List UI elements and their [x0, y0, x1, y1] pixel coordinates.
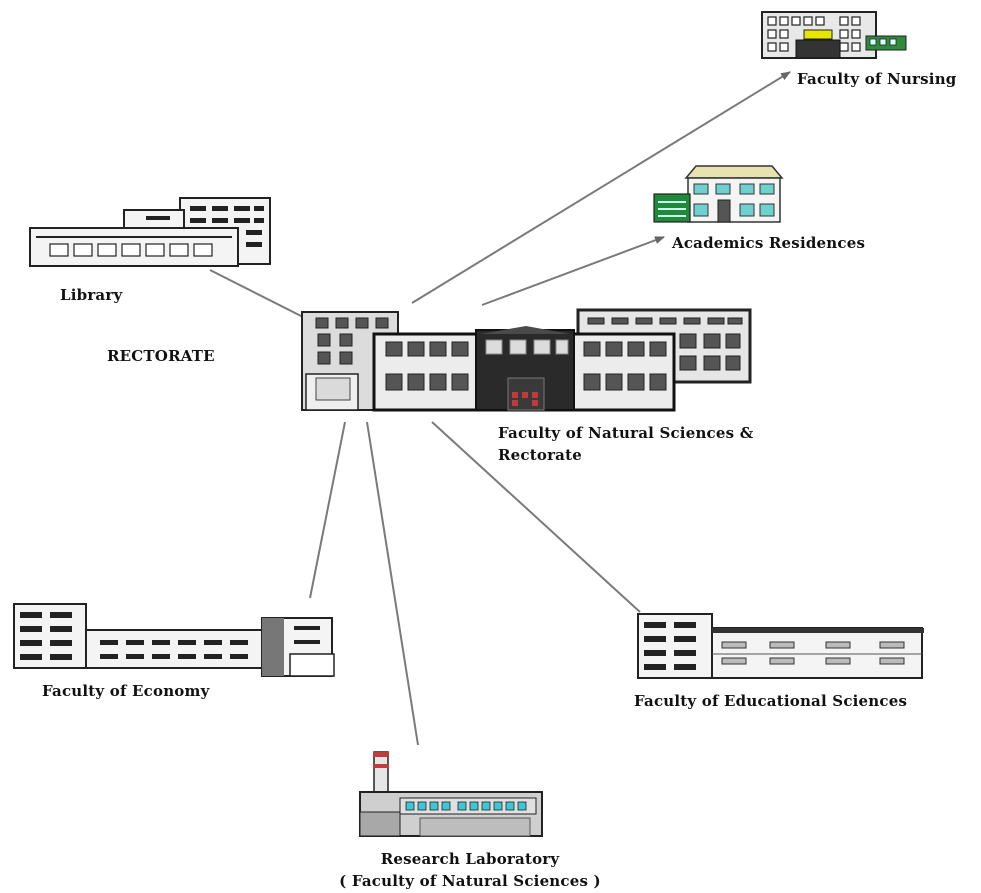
edge-to-residences	[481, 236, 665, 306]
nursing-building-icon	[761, 11, 907, 59]
label-library: Library	[60, 286, 123, 304]
edge-to-library	[209, 269, 306, 319]
label-academics-residences: Academics Residences	[672, 234, 866, 252]
edge-to-educational	[431, 421, 641, 613]
connectors	[209, 71, 791, 746]
research-lab-building-icon	[359, 751, 543, 837]
label-rectorate: RECTORATE	[107, 347, 215, 365]
edge-to-research-lab	[366, 421, 419, 746]
label-faculty-of-nursing: Faculty of Nursing	[797, 70, 957, 88]
label-natural-sciences-line1: Faculty of Natural Sciences &	[498, 424, 754, 442]
label-faculty-of-educational-sciences: Faculty of Educational Sciences	[634, 692, 908, 710]
label-faculty-of-economy: Faculty of Economy	[42, 682, 210, 700]
edge-to-nursing	[411, 71, 791, 304]
label-natural-sciences-line2: Rectorate	[498, 446, 582, 464]
educational-building-icon	[637, 613, 924, 679]
label-research-laboratory-line1: Research Laboratory	[380, 850, 560, 868]
residences-building-icon	[653, 165, 784, 223]
library-building-icon	[29, 197, 271, 267]
natural-sciences-building-icon	[372, 308, 752, 412]
edge-to-economy	[309, 421, 346, 599]
economy-building-icon	[13, 603, 335, 677]
label-research-laboratory-line2: ( Faculty of Natural Sciences )	[339, 872, 601, 890]
